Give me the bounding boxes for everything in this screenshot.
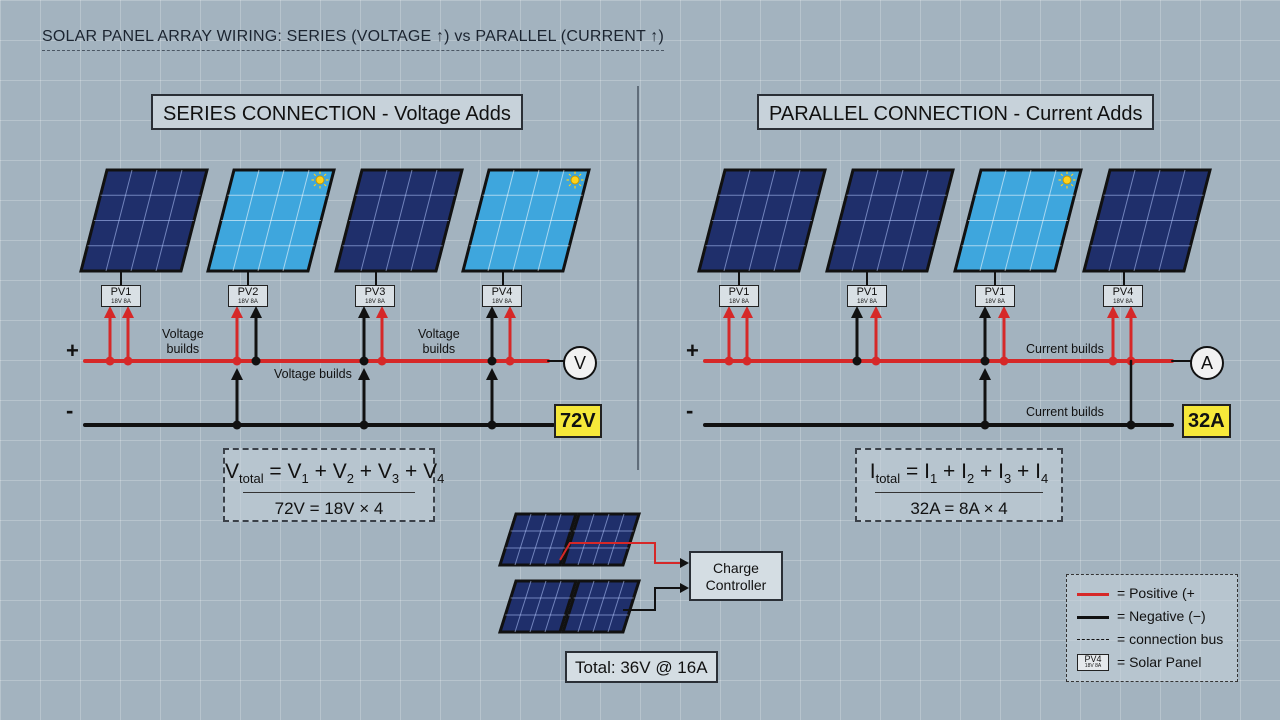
series-panel-2 <box>206 168 336 273</box>
combo-arrow-2 <box>680 583 689 593</box>
series-note-2: Voltage builds <box>274 367 352 381</box>
series-plus-sign: + <box>66 338 79 363</box>
series-voltage-reading: 72V <box>554 404 602 438</box>
parallel-junction-5 <box>980 356 990 366</box>
series-formula-result: 72V = 18V × 4 <box>274 499 384 519</box>
combo-negative-wire <box>623 587 680 611</box>
series-panel-3 <box>334 168 464 273</box>
series-panel-4 <box>461 168 591 273</box>
series-heading: SERIES CONNECTION - Voltage Adds <box>151 94 523 130</box>
combo-total: Total: 36V @ 16A <box>565 651 718 683</box>
series-junction-5 <box>359 356 369 366</box>
combo-panel-1 <box>497 512 579 567</box>
series-neg-junction-2 <box>359 420 369 430</box>
series-junction-8 <box>505 356 515 366</box>
series-junction-3 <box>232 356 242 366</box>
parallel-junction-4 <box>871 356 881 366</box>
voltmeter-icon: V <box>563 346 597 380</box>
parallel-junction-7 <box>1108 356 1118 366</box>
parallel-junction-6 <box>999 356 1009 366</box>
parallel-note-1: Current builds <box>1026 342 1104 356</box>
parallel-neg-junction-2 <box>1126 420 1136 430</box>
parallel-panel-3 <box>953 168 1083 273</box>
combo-arrow-1 <box>680 558 689 568</box>
combo-panel-2 <box>560 512 642 567</box>
series-neg-junction-3 <box>487 420 497 430</box>
parallel-panel-1 <box>697 168 827 273</box>
series-formula-box: Vtotal = V1 + V2 + V3 + V4 72V = 18V × 4 <box>223 448 445 522</box>
series-junction-2 <box>123 356 133 366</box>
ammeter-icon: A <box>1190 346 1224 380</box>
parallel-junction-2 <box>742 356 752 366</box>
parallel-minus-sign: - <box>686 398 694 423</box>
series-junction-6 <box>377 356 387 366</box>
parallel-junction-1 <box>724 356 734 366</box>
series-note-3: Voltage builds <box>418 327 460 356</box>
parallel-neg-junction-1 <box>980 420 990 430</box>
parallel-current-reading: 32A <box>1182 404 1231 438</box>
combo-panel-3 <box>497 579 579 634</box>
series-minus-sign: - <box>66 398 74 423</box>
parallel-plus-sign: + <box>686 338 699 363</box>
series-formula: Vtotal = V1 + V2 + V3 + V4 <box>225 460 445 487</box>
series-junction-4 <box>251 356 261 366</box>
page-title: SOLAR PANEL ARRAY WIRING: SERIES (VOLTAG… <box>42 28 665 51</box>
series-note-1: Voltage builds <box>162 327 204 356</box>
parallel-note-2: Current builds <box>1026 405 1104 419</box>
series-neg-junction-1 <box>232 420 242 430</box>
series-junction-7 <box>487 356 497 366</box>
combo-panel-4 <box>560 579 642 634</box>
parallel-formula-box: Itotal = I1 + I2 + I3 + I4 32A = 8A × 4 <box>855 448 1063 522</box>
parallel-panel-4 <box>1082 168 1212 273</box>
parallel-heading: PARALLEL CONNECTION - Current Adds <box>757 94 1155 130</box>
parallel-junction-3 <box>852 356 862 366</box>
series-panel-1 <box>79 168 209 273</box>
legend: = Positive (+ = Negative (−) = connectio… <box>1066 574 1238 682</box>
parallel-formula-result: 32A = 8A × 4 <box>910 499 1008 519</box>
parallel-formula: Itotal = I1 + I2 + I3 + I4 <box>869 460 1049 487</box>
parallel-panel-2 <box>825 168 955 273</box>
combo-positive-wire <box>559 542 680 564</box>
series-junction-1 <box>105 356 115 366</box>
